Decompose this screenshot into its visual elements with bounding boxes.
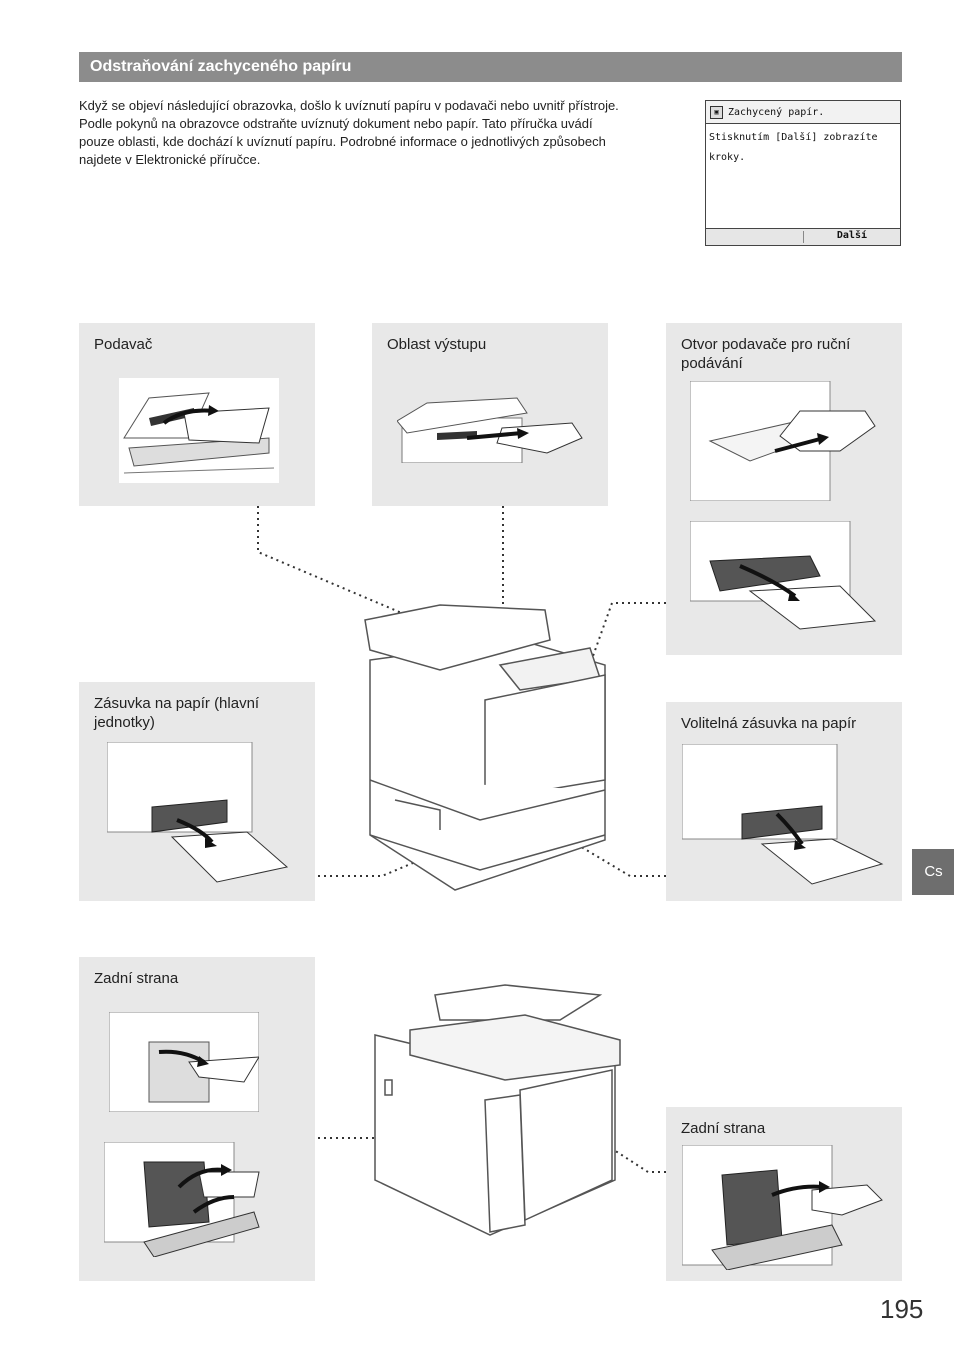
panel-feeder: Podavač (79, 323, 315, 506)
intro-line: najdete v Elektronické příručce. (79, 152, 261, 167)
main-drawer-illustration (107, 742, 289, 883)
rear-upper-illustration (109, 1012, 259, 1112)
panel-label: Podavač (94, 336, 153, 353)
language-tab: Cs (912, 849, 954, 895)
lcd-footer: Další (706, 228, 900, 245)
lcd-message-line: Stisknutím [Další] zobrazíte (709, 132, 878, 143)
panel-label: Oblast výstupu (387, 336, 487, 353)
lcd-title: Zachycený papír. (728, 106, 825, 118)
lcd-screen: ▣ Zachycený papír. Stisknutím [Další] zo… (705, 100, 901, 246)
manual-feed-drawer-illustration (690, 521, 877, 630)
intro-text: Když se objeví následující obrazovka, do… (79, 97, 689, 169)
panel-rear-right: Zadní strana (666, 1107, 902, 1281)
lcd-message-line: kroky. (709, 152, 746, 163)
rear-lower-illustration (104, 1142, 260, 1257)
lcd-message: Stisknutím [Další] zobrazíte kroky. (706, 124, 900, 220)
manual-feed-illustration (690, 381, 876, 501)
panel-manual-feed: Otvor podavače pro ruční podávání (666, 323, 902, 655)
rear-right-illustration (682, 1145, 883, 1270)
intro-line: Podle pokynů na obrazovce odstraňte uvíz… (79, 116, 593, 131)
next-button[interactable]: Další (836, 230, 867, 241)
panel-main-drawer: Zásuvka na papír (hlavní jednotky) (79, 682, 315, 901)
lcd-title-bar: ▣ Zachycený papír. (706, 101, 900, 124)
optional-drawer-illustration (682, 744, 884, 885)
panel-label: Zadní strana (94, 970, 179, 987)
lcd-divider (803, 231, 804, 243)
printer-front-illustration (364, 604, 606, 891)
panel-label: Zásuvka na papír (hlavní jednotky) (94, 695, 260, 731)
intro-line: Když se objeví následující obrazovka, do… (79, 98, 619, 113)
section-title: Odstraňování zachyceného papíru (79, 52, 902, 82)
feeder-illustration (119, 378, 279, 483)
panel-rear-left: Zadní strana (79, 957, 315, 1281)
intro-line: pouze oblasti, kde dochází k uvíznutí pa… (79, 134, 606, 149)
printer-rear-illustration (374, 984, 621, 1236)
warning-icon: ▣ (710, 105, 723, 119)
panel-label: Volitelná zásuvka na papír (681, 715, 857, 732)
panel-label: Otvor podavače pro ruční podávání (681, 336, 851, 372)
panel-label: Zadní strana (681, 1120, 766, 1137)
output-illustration (397, 397, 583, 463)
page-number: 195 (880, 1294, 924, 1324)
panel-output: Oblast výstupu (372, 323, 608, 506)
panel-optional-drawer: Volitelná zásuvka na papír (666, 702, 902, 901)
